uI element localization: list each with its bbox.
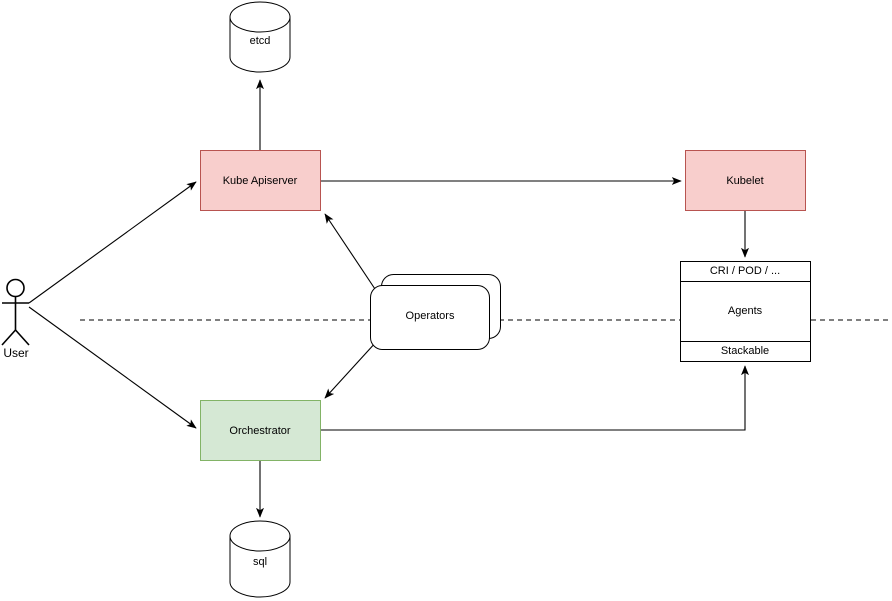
agents-footer-label: Stackable — [721, 345, 769, 357]
agents-outer-box — [680, 261, 811, 362]
etcd-cylinder-body — [229, 16, 291, 73]
node-etcd[interactable]: etcd — [229, 1, 291, 73]
sql-label: sql — [253, 556, 267, 568]
orchestrator-box — [200, 400, 321, 461]
node-kube-apiserver[interactable]: Kube Apiserver — [200, 150, 321, 211]
etcd-cylinder-top — [229, 1, 291, 33]
node-user[interactable]: User — [1, 278, 30, 361]
operators-label: Operators — [406, 310, 455, 322]
user-label: User — [3, 346, 28, 360]
kubelet-box — [685, 150, 806, 211]
etcd-label: etcd — [250, 35, 271, 47]
edge-orchestrator-to-stackable — [321, 365, 749, 431]
kubelet-label: Kubelet — [726, 175, 763, 187]
edge-user-to-apiserver — [28, 181, 197, 304]
edge-operators-to-orchestrator — [324, 340, 378, 399]
sql-cylinder-top — [229, 520, 291, 552]
node-sql[interactable]: sql — [229, 520, 291, 598]
kube-apiserver-box — [200, 150, 321, 211]
sql-cylinder-body — [229, 535, 291, 598]
user-leg-right — [14, 329, 30, 346]
operators-front-card — [370, 285, 490, 350]
orchestrator-label: Orchestrator — [229, 425, 290, 437]
user-leg-left — [1, 329, 17, 346]
user-head-icon — [6, 278, 25, 298]
agents-header-label: CRI / POD / ... — [710, 265, 780, 277]
edge-operators-to-apiserver — [324, 213, 378, 293]
agents-body-label: Agents — [728, 305, 763, 317]
edge-user-to-orchestrator — [28, 306, 197, 429]
node-orchestrator[interactable]: Orchestrator — [200, 400, 321, 461]
node-kubelet[interactable]: Kubelet — [685, 150, 806, 211]
node-agents[interactable]: CRI / POD / ... Agents Stackable — [680, 261, 811, 362]
node-operators[interactable]: Operators — [370, 274, 501, 350]
kube-apiserver-label: Kube Apiserver — [223, 175, 298, 187]
